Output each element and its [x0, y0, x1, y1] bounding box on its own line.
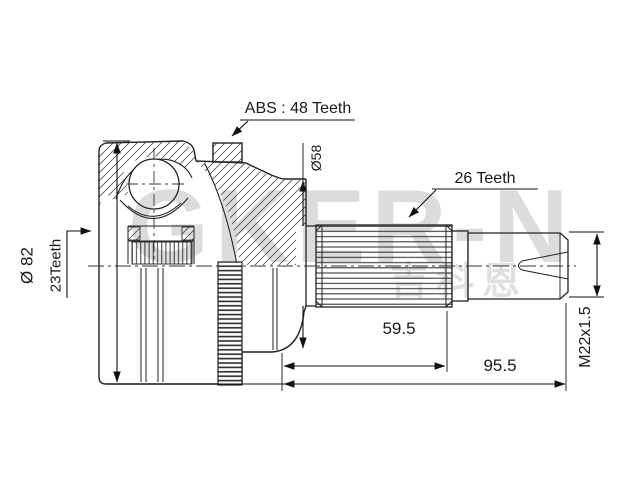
cavity-wall — [204, 163, 238, 266]
leader-abs — [231, 120, 249, 137]
inner-spline-bore — [131, 241, 193, 265]
leader-26teeth — [408, 189, 437, 218]
label-total-length: 95.5 — [483, 356, 517, 375]
abs-tooth-band — [217, 261, 243, 386]
label-outer-spline-teeth: 26 Teeth — [454, 170, 516, 187]
neck-contour-lines — [272, 268, 278, 350]
label-abs-teeth: ABS : 48 Teeth — [244, 100, 352, 117]
label-spline-length: 59.5 — [382, 319, 416, 338]
leader-23teeth — [66, 227, 92, 298]
housing-section-hatch-right — [196, 161, 306, 265]
thread-runout — [518, 251, 569, 280]
housing-section-hatch-left — [99, 141, 196, 206]
label-inner-spline-teeth: 23Teeth — [47, 238, 65, 293]
abs-ring-section — [212, 142, 243, 163]
label-thread-spec: M22x1.5 — [577, 306, 594, 368]
boot-groove-lines — [140, 268, 164, 382]
label-seal-diameter: Ø58 — [308, 144, 324, 172]
cage-arc-inner — [127, 202, 182, 217]
dimension-lines — [66, 119, 604, 391]
label-outer-diameter: Ø 82 — [17, 247, 37, 284]
centerline — [88, 148, 576, 267]
housing-outline — [98, 140, 307, 385]
